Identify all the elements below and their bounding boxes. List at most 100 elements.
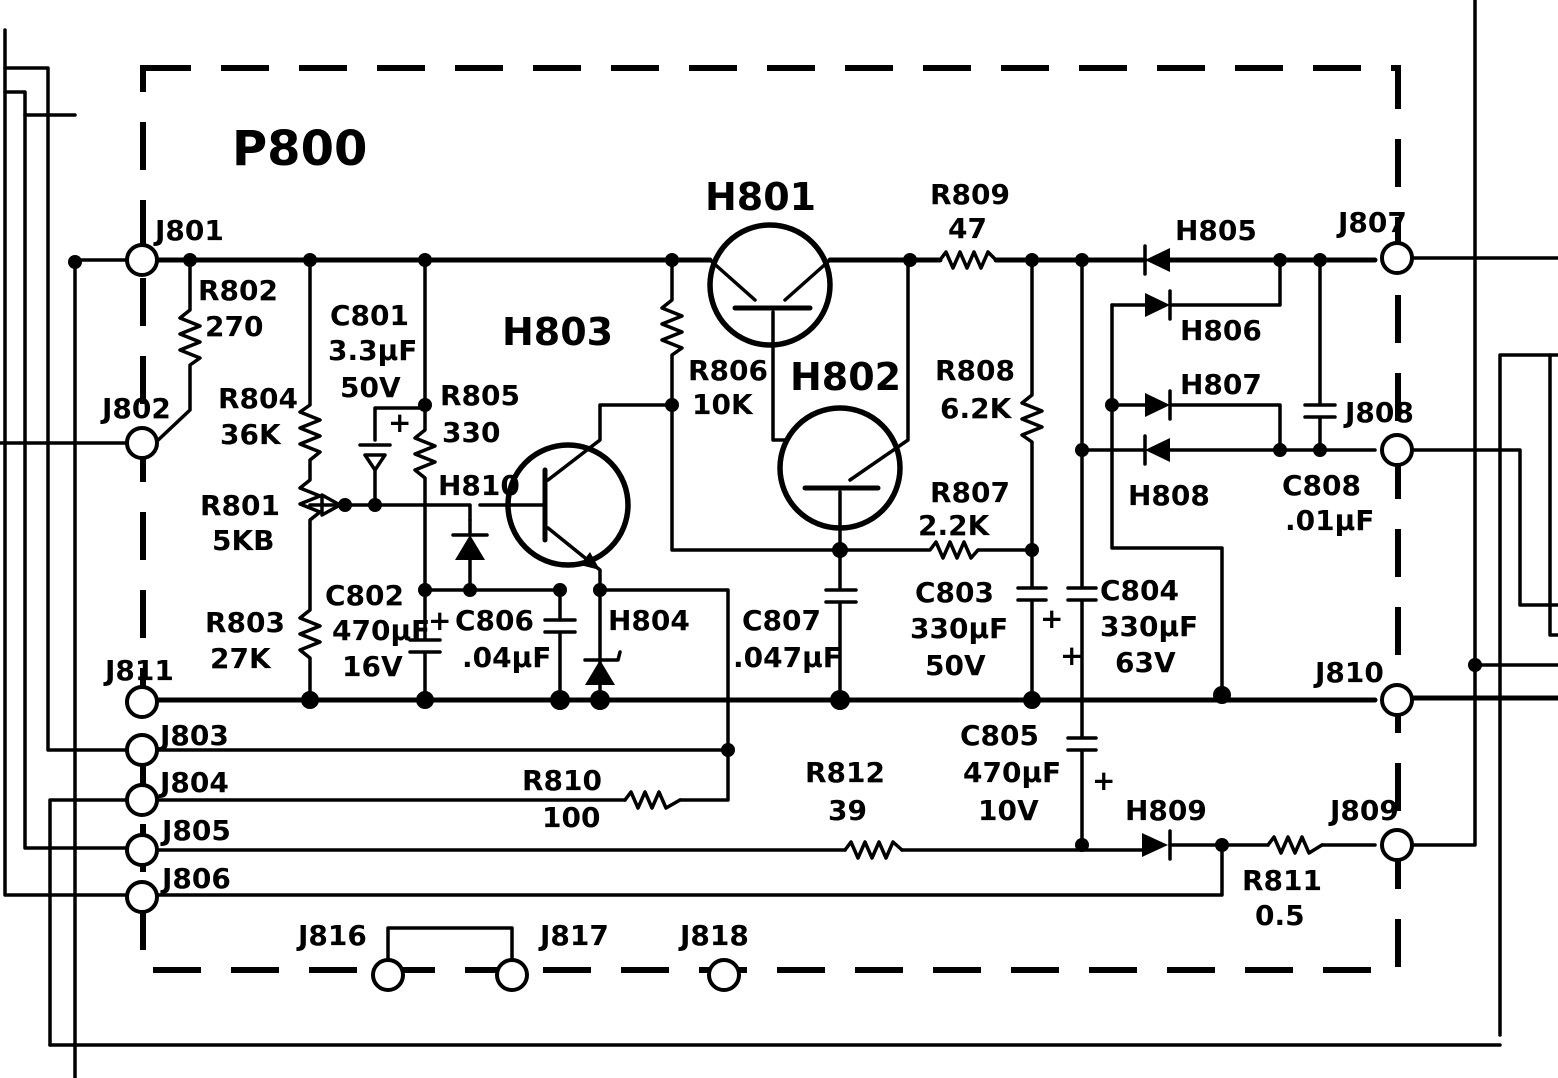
capacitor-c808 — [1303, 258, 1337, 452]
label-r807: R807 — [930, 476, 1010, 509]
value-r812: 39 — [828, 794, 867, 827]
polarity-marks: + + + + + — [388, 406, 1115, 797]
c804-c805 — [1066, 258, 1147, 847]
label-c803: C803 — [915, 576, 994, 609]
label-j817: J817 — [538, 919, 609, 952]
plus-c804: + — [1060, 639, 1083, 672]
label-c806: C806 — [455, 604, 534, 637]
label-h806: H806 — [1180, 314, 1262, 347]
board-label: P800 — [232, 121, 367, 177]
capacitor-c807 — [824, 548, 858, 702]
resistor-chain-r804-r801-r803 — [298, 258, 472, 702]
label-r803: R803 — [205, 606, 285, 639]
label-r802: R802 — [198, 274, 278, 307]
label-j806: J806 — [160, 862, 231, 895]
voltage-c801: 50V — [340, 371, 401, 404]
plus-c805: + — [1092, 764, 1115, 797]
board-outline — [140, 65, 1401, 973]
value-c804: 330μF — [1100, 610, 1198, 643]
label-c802: C802 — [325, 579, 404, 612]
value-c806: .04μF — [462, 641, 551, 674]
r808-r807-c803 — [838, 258, 1048, 702]
label-r801: R801 — [200, 489, 280, 522]
label-j805: J805 — [160, 814, 231, 847]
terminal-labels: J801 J802 J803 J804 J805 J806 J807 J808 … — [100, 206, 1414, 952]
value-c807: .047μF — [733, 641, 842, 674]
diode-h804 — [583, 650, 622, 685]
label-r806: R806 — [688, 354, 768, 387]
voltage-c804: 63V — [1115, 646, 1176, 679]
value-r809: 47 — [948, 212, 987, 245]
value-r808: 6.2K — [940, 392, 1013, 425]
value-r806: 10K — [692, 388, 754, 421]
label-r805: R805 — [440, 379, 520, 412]
label-c808: C808 — [1282, 469, 1361, 502]
label-c805: C805 — [960, 719, 1039, 752]
junction-dots — [68, 253, 1482, 852]
label-c807: C807 — [742, 604, 821, 637]
label-h805: H805 — [1175, 214, 1257, 247]
label-h802: H802 — [790, 355, 901, 399]
label-r808: R808 — [935, 354, 1015, 387]
jumper-wire — [386, 926, 514, 977]
label-c801: C801 — [330, 299, 409, 332]
label-j811: J811 — [103, 654, 174, 687]
transistor-h801 — [707, 222, 842, 442]
label-j808: J808 — [1343, 396, 1414, 429]
transistor-h802 — [777, 258, 910, 552]
value-c802: 470μF — [332, 614, 430, 647]
label-j802: J802 — [100, 392, 171, 425]
resistor-r802 — [153, 258, 202, 445]
label-r804: R804 — [218, 382, 298, 415]
resistor-r806 — [660, 258, 842, 552]
value-r804: 36K — [220, 418, 282, 451]
label-r811: R811 — [1242, 864, 1322, 897]
terminals — [125, 241, 1414, 992]
label-c804: C804 — [1100, 574, 1179, 607]
label-h810: H810 — [438, 469, 520, 502]
external-wiring-right — [1406, 0, 1558, 1037]
diode-h810 — [451, 518, 489, 592]
resistor-r811 — [1266, 835, 1324, 855]
label-h808: H808 — [1128, 479, 1210, 512]
resistor-r812 — [843, 840, 904, 860]
value-r801: 5KB — [212, 524, 275, 557]
label-r810: R810 — [522, 764, 602, 797]
label-j804: J804 — [158, 766, 229, 799]
voltage-c802: 16V — [342, 650, 403, 683]
transistor-labels: H801 H802 H803 — [502, 175, 901, 399]
label-r809: R809 — [930, 178, 1010, 211]
plus-c802: + — [428, 604, 451, 637]
label-h804: H804 — [608, 604, 690, 637]
value-r810: 100 — [542, 801, 600, 834]
label-j801: J801 — [153, 214, 224, 247]
value-r803: 27K — [210, 642, 272, 675]
label-j810: J810 — [1313, 656, 1384, 689]
value-r811: 0.5 — [1255, 899, 1305, 932]
voltage-c805: 10V — [978, 794, 1039, 827]
label-j816: J816 — [296, 919, 367, 952]
transistor-h803 — [478, 403, 674, 702]
diode-labels: H804 H805 H806 H807 H808 H809 H810 — [438, 214, 1262, 827]
voltage-c803: 50V — [925, 649, 986, 682]
label-j803: J803 — [158, 719, 229, 752]
external-wiring — [0, 28, 1502, 1078]
label-h801: H801 — [705, 175, 816, 219]
value-c801: 3.3μF — [328, 334, 417, 367]
plus-c803: + — [1040, 602, 1063, 635]
label-j807: J807 — [1336, 206, 1407, 239]
diode-h809 — [1142, 829, 1172, 861]
label-h809: H809 — [1125, 794, 1207, 827]
value-c803: 330μF — [910, 612, 1008, 645]
value-r802: 270 — [205, 310, 263, 343]
bridge-diodes — [1110, 244, 1377, 702]
label-j809: J809 — [1328, 794, 1399, 827]
value-r807: 2.2K — [918, 509, 991, 542]
label-j818: J818 — [678, 919, 749, 952]
plus-c801: + — [388, 406, 411, 439]
resistor-r810 — [623, 790, 682, 810]
resistor-r809 — [938, 250, 998, 270]
label-h803: H803 — [502, 310, 613, 354]
capacitor-labels: C801 3.3μF 50V C802 470μF 16V C803 330μF… — [325, 299, 1374, 827]
